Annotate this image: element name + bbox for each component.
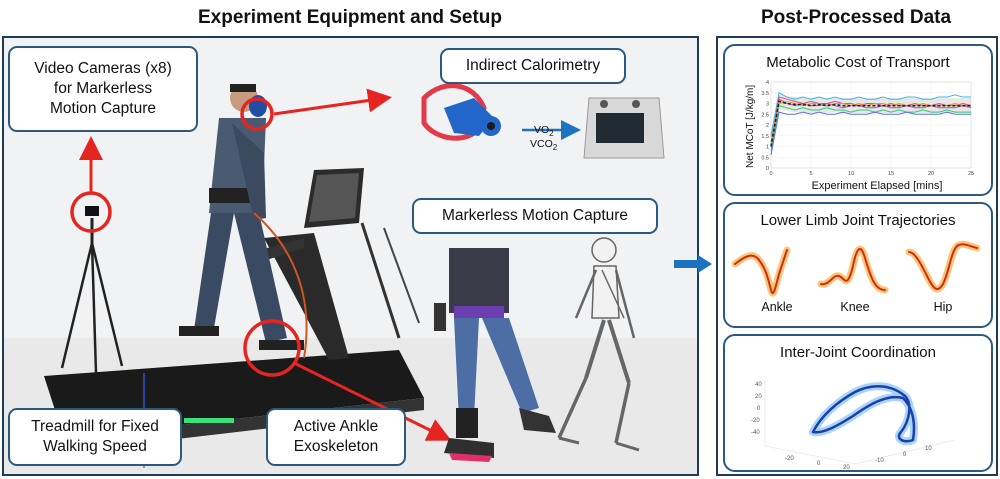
- ankle-trajectory: [731, 246, 791, 297]
- svg-text:-20: -20: [785, 456, 794, 462]
- hip-trajectory: [905, 240, 981, 293]
- joints-card-title: Lower Limb Joint Trajectories: [760, 212, 956, 229]
- svg-text:40: 40: [755, 382, 762, 388]
- metabolic-xlabel: Experiment Elapsed [mins]: [811, 180, 943, 192]
- joints-card: Lower Limb Joint Trajectories Ankle Knee…: [723, 202, 993, 328]
- vco2-label: VCO2: [530, 138, 558, 153]
- svg-text:0: 0: [903, 452, 907, 458]
- y-tick-label: 2: [766, 123, 769, 129]
- svg-text:0: 0: [817, 461, 821, 467]
- svg-text:-40: -40: [751, 430, 760, 436]
- coordination-loop: [809, 382, 918, 446]
- camera-highlight: [70, 191, 112, 233]
- y-tick-label: 3: [766, 102, 769, 108]
- exoskeleton-subject: [434, 248, 556, 462]
- flow-arrow: [674, 255, 712, 273]
- x-tick-label: 15: [888, 171, 894, 177]
- svg-text:-10: -10: [875, 458, 884, 464]
- cameras-label: Video Cameras (x8) for Markerless Motion…: [8, 46, 198, 132]
- y-tick-label: 0: [766, 166, 769, 172]
- walking-subject: [179, 84, 308, 359]
- calorimetry-mask: [421, 83, 501, 141]
- knee-label: Knee: [840, 300, 870, 314]
- series-line-6: [770, 111, 971, 156]
- setup-scene: [4, 83, 697, 474]
- mask-highlight: [240, 97, 274, 131]
- metabolic-analyzer: [583, 97, 665, 159]
- exoskeleton-label: Active Ankle Exoskeleton: [266, 408, 406, 466]
- y-tick-label: 0.5: [761, 155, 769, 161]
- coordination-card: Inter-Joint Coordination 40 20 0 -20 -40 -2…: [723, 334, 993, 472]
- y-tick-label: 3.5: [761, 91, 769, 97]
- metabolic-ylabel: Net MCoT [J/kg/m]: [745, 84, 756, 168]
- series-line-2: [770, 91, 971, 136]
- svg-text:0: 0: [757, 406, 761, 412]
- coordination-card-title: Inter-Joint Coordination: [780, 344, 936, 361]
- svg-text:20: 20: [755, 394, 762, 400]
- svg-text:-20: -20: [751, 418, 760, 424]
- hip-label: Hip: [933, 300, 953, 314]
- series-line-4: [770, 105, 971, 151]
- mean-confidence-band: [771, 93, 971, 155]
- x-tick-label: 0: [769, 171, 772, 177]
- motion-capture-label: Markerless Motion Capture: [412, 198, 658, 234]
- mean-series-line: [770, 100, 971, 147]
- skeleton-model: [557, 237, 640, 452]
- calorimetry-label: Indirect Calorimetry: [440, 48, 626, 84]
- ankle-highlight: [243, 319, 301, 377]
- knee-trajectory: [817, 245, 889, 294]
- series-line-3: [770, 96, 972, 147]
- y-tick-label: 2.5: [761, 112, 769, 118]
- coordination-ticks: 40 20 0 -20 -40 -20 0 20 -10 0 10: [751, 382, 932, 470]
- treadmill-label: Treadmill for Fixed Walking Speed: [8, 408, 182, 466]
- metabolic-chart: 0 5 10 15 20 25 0 0.5 1 1.5 2 2.5 3 3.5 4: [761, 80, 974, 177]
- metabolic-card-title: Metabolic Cost of Transport: [766, 54, 950, 71]
- series-line-1: [770, 98, 972, 143]
- svg-text:20: 20: [843, 465, 850, 470]
- x-tick-label: 5: [809, 171, 812, 177]
- joint-trajectories: [731, 240, 981, 297]
- setup-panel: Video Cameras (x8) for Markerless Motion…: [2, 36, 699, 476]
- y-tick-label: 4: [766, 80, 769, 86]
- x-tick-label: 25: [968, 171, 974, 177]
- coordination-axes: [764, 380, 956, 465]
- processed-title: Post-Processed Data: [760, 7, 952, 28]
- coordination-plot: 40 20 0 -20 -40 -20 0 20 -10 0 10: [751, 380, 956, 470]
- x-tick-label: 20: [928, 171, 934, 177]
- ankle-label: Ankle: [761, 300, 793, 314]
- y-tick-label: 1: [766, 145, 769, 151]
- x-tick-label: 10: [848, 171, 854, 177]
- svg-text:10: 10: [925, 446, 932, 452]
- setup-title: Experiment Equipment and Setup: [197, 7, 503, 28]
- y-tick-label: 1.5: [761, 134, 769, 140]
- tripod-camera: [60, 206, 124, 374]
- vo2-label: VO2: [534, 124, 554, 139]
